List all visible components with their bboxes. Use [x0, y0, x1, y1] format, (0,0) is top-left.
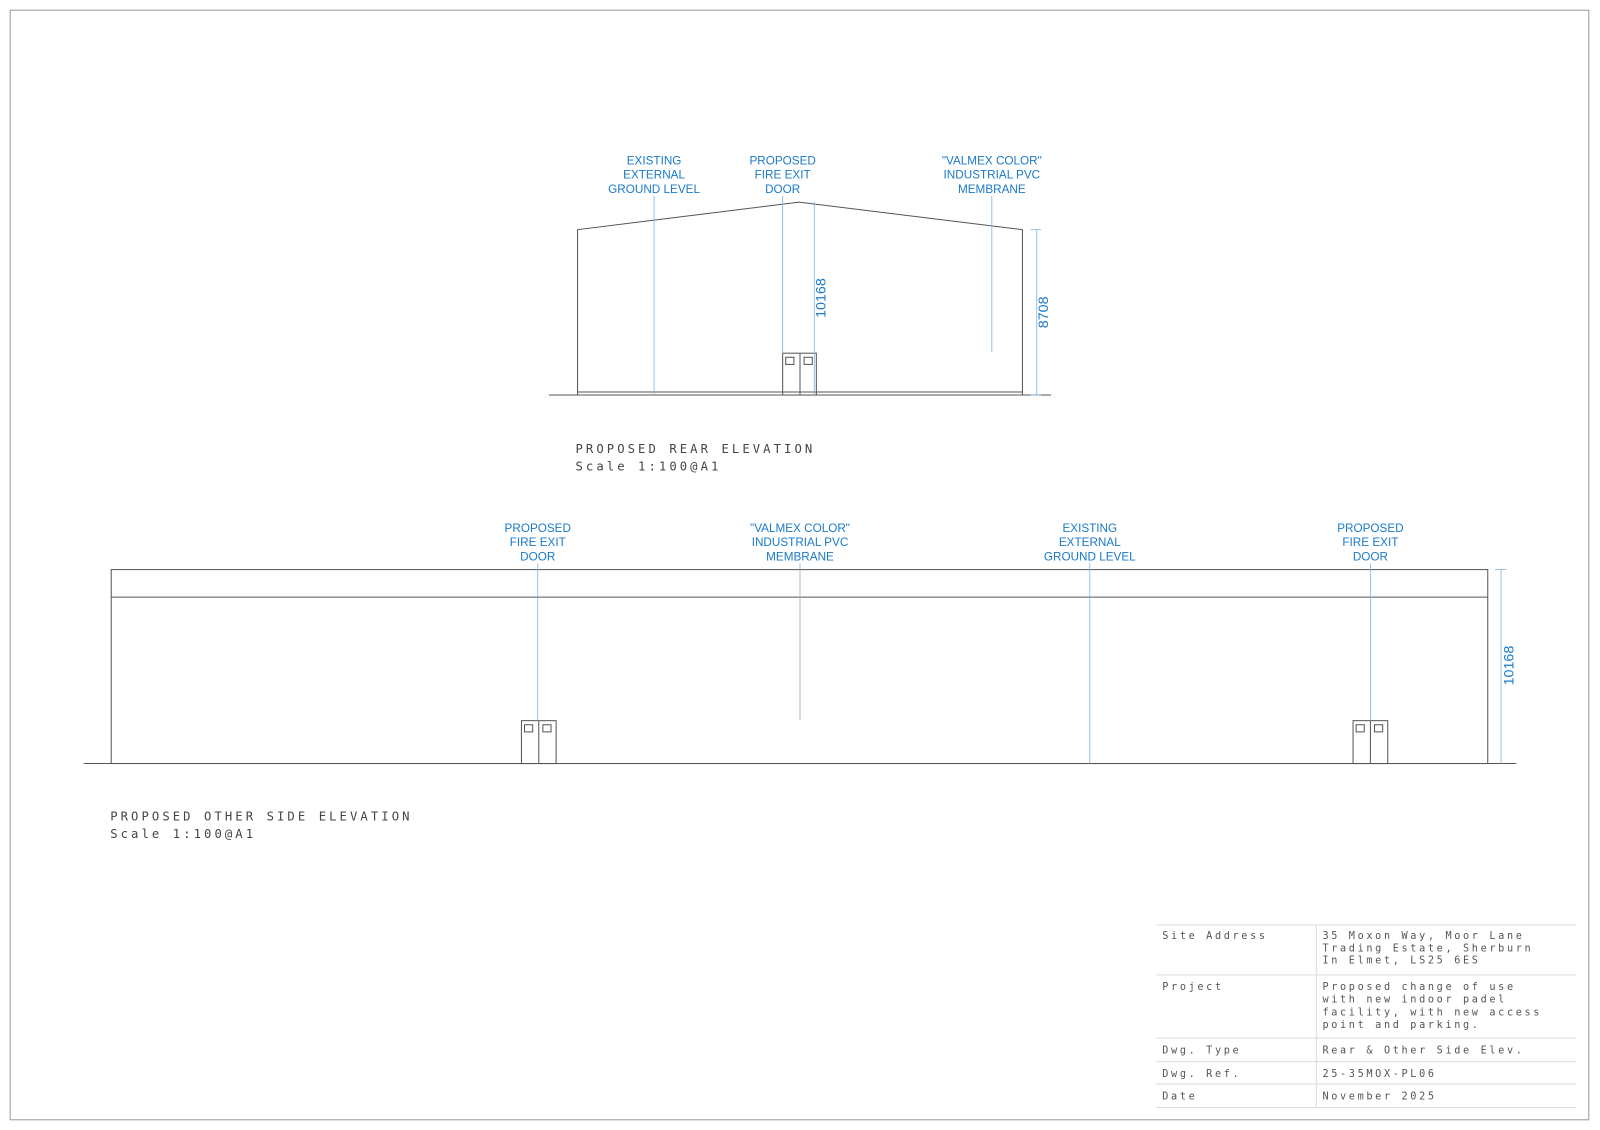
svg-text:GROUND LEVEL: GROUND LEVEL: [1044, 550, 1136, 563]
svg-text:with new indoor padel: with new indoor padel: [1322, 994, 1506, 1005]
annotation-ground-level: EXISTING EXTERNAL GROUND LEVEL: [1044, 522, 1136, 564]
svg-text:FIRE EXIT: FIRE EXIT: [1342, 536, 1398, 549]
annotation-fire-exit-door: PROPOSED FIRE EXIT DOOR: [749, 154, 815, 196]
title-row-project: Project Proposed change of use with new …: [1162, 982, 1542, 1031]
building-outline: [577, 201, 1023, 396]
annotation-fire-exit-door: PROPOSED FIRE EXIT DOOR: [1337, 522, 1403, 564]
svg-text:INDUSTRIAL PVC: INDUSTRIAL PVC: [944, 169, 1041, 182]
annotation-ground-level: EXISTING EXTERNAL GROUND LEVEL: [608, 154, 700, 196]
svg-text:DOOR: DOOR: [765, 183, 800, 196]
annotation-membrane: "VALMEX COLOR" INDUSTRIAL PVC MEMBRANE: [750, 522, 850, 564]
building-outline: [110, 569, 1489, 765]
svg-text:PROPOSED: PROPOSED: [505, 522, 571, 535]
svg-text:Rear & Other Side Elev.: Rear & Other Side Elev.: [1322, 1045, 1524, 1056]
dimension-label: 10168: [1501, 646, 1517, 686]
svg-text:Trading Estate, Sherburn: Trading Estate, Sherburn: [1322, 943, 1533, 954]
title-row-site-address: Site Address 35 Moxon Way, Moor Lane Tra…: [1162, 931, 1533, 967]
other-side-elevation: 10168 PROPOSED FIRE EXIT DOOR "VALMEX CO…: [83, 522, 1517, 841]
svg-text:35 Moxon Way, Moor Lane: 35 Moxon Way, Moor Lane: [1322, 931, 1524, 942]
svg-text:point and parking.: point and parking.: [1322, 1020, 1480, 1031]
svg-text:EXISTING: EXISTING: [1062, 522, 1117, 535]
title-row-dwg-ref: Dwg. Ref. 25-35MOX-PL06: [1162, 1069, 1436, 1080]
title-row-date: Date November 2025: [1162, 1091, 1436, 1102]
svg-text:EXTERNAL: EXTERNAL: [623, 169, 685, 182]
svg-text:"VALMEX COLOR": "VALMEX COLOR": [942, 154, 1042, 167]
svg-text:EXTERNAL: EXTERNAL: [1059, 536, 1121, 549]
svg-text:PROPOSED: PROPOSED: [749, 154, 815, 167]
svg-text:GROUND LEVEL: GROUND LEVEL: [608, 183, 700, 196]
svg-text:MEMBRANE: MEMBRANE: [766, 550, 834, 563]
sheet-border: [9, 9, 1590, 1121]
svg-text:MEMBRANE: MEMBRANE: [958, 183, 1026, 196]
title-row-dwg-type: Dwg. Type Rear & Other Side Elev.: [1162, 1045, 1524, 1056]
fire-exit-door: [782, 352, 817, 396]
svg-text:Date: Date: [1162, 1091, 1197, 1102]
elevation-title: PROPOSED OTHER SIDE ELEVATION: [110, 810, 412, 824]
rear-elevation: 10168 8708 EXISTING EXTERNAL GROUND LEVE…: [548, 154, 1052, 474]
svg-text:DOOR: DOOR: [1353, 550, 1388, 563]
svg-text:FIRE EXIT: FIRE EXIT: [755, 169, 811, 182]
svg-text:Project: Project: [1162, 982, 1224, 993]
svg-text:In Elmet, LS25 6ES: In Elmet, LS25 6ES: [1322, 956, 1480, 967]
elevation-title: PROPOSED REAR ELEVATION: [576, 442, 816, 456]
svg-text:Dwg. Type: Dwg. Type: [1162, 1045, 1241, 1056]
svg-text:DOOR: DOOR: [520, 550, 555, 563]
dimension-label: 8708: [1036, 296, 1052, 328]
annotation-membrane: "VALMEX COLOR" INDUSTRIAL PVC MEMBRANE: [942, 154, 1042, 196]
svg-text:EXISTING: EXISTING: [627, 154, 682, 167]
elevation-scale: Scale 1:100@A1: [576, 460, 722, 474]
dimension-label: 10168: [814, 278, 830, 318]
svg-text:25-35MOX-PL06: 25-35MOX-PL06: [1322, 1069, 1436, 1080]
svg-text:"VALMEX COLOR": "VALMEX COLOR": [750, 522, 850, 535]
title-block: Site Address 35 Moxon Way, Moor Lane Tra…: [1156, 924, 1577, 1109]
svg-text:facility, with new access: facility, with new access: [1322, 1008, 1542, 1019]
elevation-scale: Scale 1:100@A1: [110, 827, 256, 841]
fire-exit-door: [1352, 720, 1389, 765]
svg-text:Site Address: Site Address: [1162, 931, 1267, 942]
svg-text:INDUSTRIAL PVC: INDUSTRIAL PVC: [752, 536, 849, 549]
svg-text:Dwg. Ref.: Dwg. Ref.: [1162, 1069, 1241, 1080]
svg-text:Proposed change of use: Proposed change of use: [1322, 982, 1515, 993]
svg-text:FIRE EXIT: FIRE EXIT: [510, 536, 566, 549]
fire-exit-door: [520, 720, 557, 765]
svg-text:November 2025: November 2025: [1322, 1091, 1436, 1102]
svg-text:PROPOSED: PROPOSED: [1337, 522, 1403, 535]
annotation-fire-exit-door: PROPOSED FIRE EXIT DOOR: [505, 522, 571, 564]
